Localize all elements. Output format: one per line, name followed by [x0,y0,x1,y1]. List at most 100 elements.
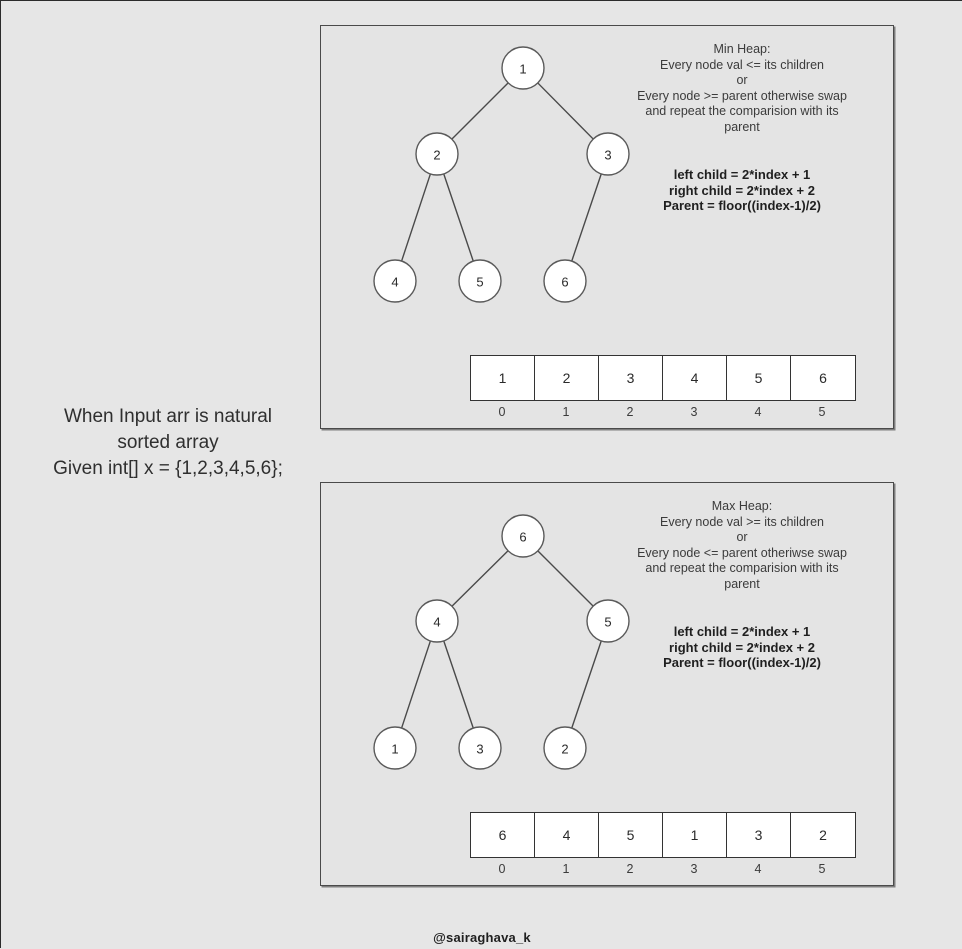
max-heap-array-cell: 6 [471,813,535,857]
max-heap-note-line-5: parent [724,576,760,591]
min-heap-array-index: 2 [626,405,634,419]
max-heap-note-line-3: Every node <= parent otheriwse swap [637,545,847,560]
max-heap-node-circle [458,726,502,770]
min-heap-node-circle [373,259,417,303]
min-heap-node-circle [543,259,587,303]
max-heap-node-circle [501,514,545,558]
min-heap-array-index: 5 [818,405,826,419]
max-heap-node-circle [586,599,630,643]
caption-line-2: sorted array [117,432,219,453]
min-heap-tree: 1 2 3 4 5 6 [373,46,630,303]
min-heap-node-label: 5 [476,275,483,290]
max-heap-array-index: 2 [626,862,634,876]
min-heap-edge [443,173,474,262]
min-heap-node-label: 1 [519,62,526,77]
min-heap-array-index: 1 [562,405,570,419]
min-heap-node: 6 [543,259,587,303]
min-heap-note-line-3: Every node >= parent otherwise swap [637,88,847,103]
max-heap-array-index: 4 [754,862,762,876]
max-heap-node: 1 [373,726,417,770]
max-heap-node-label: 4 [433,615,440,630]
min-heap-edge [571,173,602,262]
min-heap-array-cell: 3 [599,356,663,400]
max-heap-node-circle [373,726,417,770]
min-heap-node-label: 4 [391,275,398,290]
min-heap-node-label: 2 [433,148,440,163]
min-heap-formula-line-3: Parent = floor((index-1)/2) [663,198,821,213]
max-heap-array-cell: 4 [535,813,599,857]
max-heap-notes-title: Max Heap: [711,499,773,513]
min-heap-array-cell: 2 [535,356,599,400]
max-heap-edge [443,640,474,729]
min-heap-note-line-4: and repeat the comparision with its [645,104,839,118]
max-heap-node-label: 2 [561,742,568,757]
min-heap-formula-line-1: left child = 2*index + 1 [673,167,811,182]
max-heap-formula: left child = 2*index + 1 right child = 2… [607,624,877,671]
max-heap-node: 4 [415,599,459,643]
min-heap-node-circle [586,132,630,176]
min-heap-array-index: 0 [498,405,506,419]
max-heap-array-index: 3 [690,862,698,876]
min-heap-node: 1 [501,46,545,90]
max-heap-node-label: 5 [604,615,611,630]
max-heap-note-line-1: Every node val >= its children [660,514,824,529]
max-heap-node-circle [543,726,587,770]
max-heap-edge [400,640,432,729]
max-heap-node: 6 [501,514,545,558]
max-heap-formula-line-3: Parent = floor((index-1)/2) [663,655,821,670]
min-heap-note-line-1: Every node val <= its children [660,57,824,72]
max-heap-array-index: 1 [562,862,570,876]
max-heap-note-line-2: or [736,530,748,544]
max-heap-node-label: 3 [476,742,483,757]
min-heap-edge [400,173,432,262]
min-heap-node: 4 [373,259,417,303]
min-heap-node-circle [415,132,459,176]
min-heap-array-cell: 4 [663,356,727,400]
max-heap-notes: Max Heap: Every node val >= its children… [607,499,877,592]
max-heap-edge [537,550,594,607]
min-heap-edge [537,82,594,140]
min-heap-node: 2 [415,132,459,176]
max-heap-node: 5 [586,599,630,643]
max-heap-node: 3 [458,726,502,770]
max-heap-array-index: 5 [818,862,826,876]
max-heap-array-cell: 1 [663,813,727,857]
max-heap-formula-line-2: right child = 2*index + 2 [669,639,815,655]
min-heap-notes: Min Heap: Every node val <= its children… [607,42,877,135]
min-heap-array-indices: 0 1 2 3 4 5 [470,401,856,423]
max-heap-node: 2 [543,726,587,770]
min-heap-node-circle [501,46,545,90]
min-heap-array-cell: 1 [471,356,535,400]
max-heap-array-cell: 3 [727,813,791,857]
min-heap-note-line-5: parent [724,119,760,134]
min-heap-node-label: 3 [604,148,611,163]
max-heap-edge [571,640,602,729]
caption-line-1: When Input arr is natural [63,406,273,427]
max-heap-node-label: 1 [391,742,398,757]
max-heap-array-cell: 2 [791,813,855,857]
min-heap-node-label: 6 [561,275,568,290]
min-heap-node: 5 [458,259,502,303]
min-heap-formula: left child = 2*index + 1 right child = 2… [607,167,877,214]
max-heap-node-label: 6 [519,530,526,545]
min-heap-formula-line-2: right child = 2*index + 2 [669,182,815,198]
caption-line-3: Given int[] x = {1,2,3,4,5,6}; [53,458,283,479]
min-heap-array-index: 4 [754,405,762,419]
max-heap-note-line-4: and repeat the comparision with its [645,561,839,575]
min-heap-node-circle [458,259,502,303]
max-heap-node-circle [415,599,459,643]
min-heap-edge [451,82,509,140]
min-heap-notes-title: Min Heap: [713,42,771,56]
min-heap-array-cell: 6 [791,356,855,400]
min-heap-array-index: 3 [690,405,698,419]
input-caption: When Input arr is natural sorted array G… [23,404,313,482]
max-heap-tree: 6 4 5 1 3 2 [373,514,630,770]
min-heap-node: 3 [586,132,630,176]
max-heap-formula-line-1: left child = 2*index + 1 [673,624,811,639]
